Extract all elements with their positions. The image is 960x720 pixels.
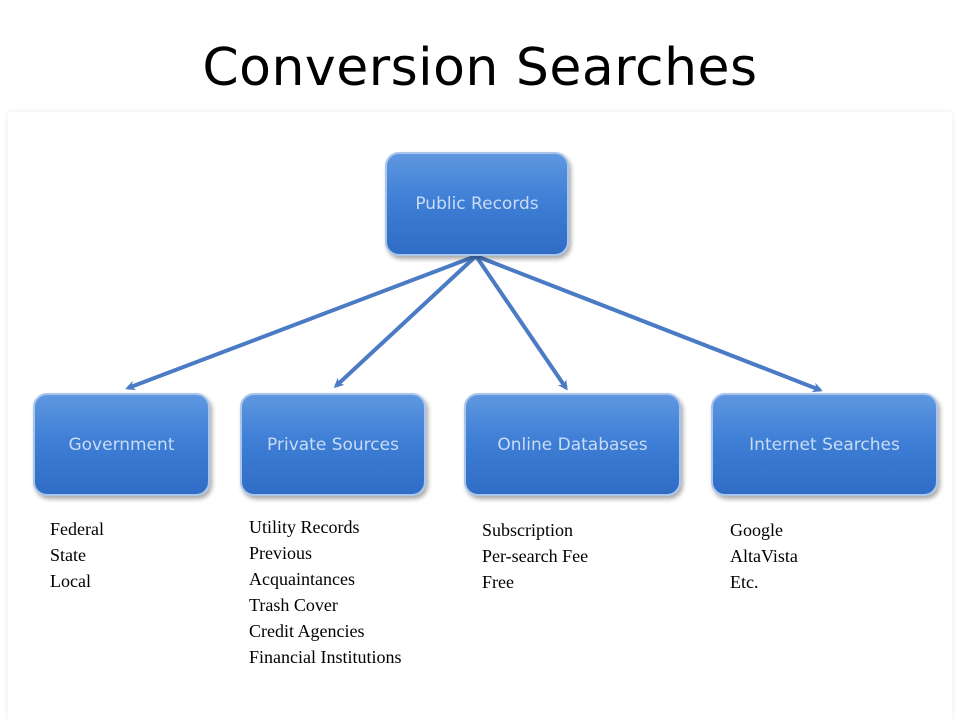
node-private-sources-label: Private Sources xyxy=(267,434,399,455)
private-sources-items: Utility Records Previous Acquaintances T… xyxy=(249,514,402,670)
list-item: Previous xyxy=(249,543,312,563)
list-item: Utility Records xyxy=(249,517,360,537)
list-item: State xyxy=(50,545,86,565)
node-internet-searches: Internet Searches xyxy=(711,393,938,496)
list-item: Federal xyxy=(50,519,104,539)
node-private-sources: Private Sources xyxy=(240,393,426,496)
list-item: Subscription xyxy=(482,520,574,540)
list-item: AltaVista xyxy=(730,546,798,566)
list-item: Per-search Fee xyxy=(482,546,589,566)
node-public-records: Public Records xyxy=(385,152,569,256)
list-item: Local xyxy=(50,571,91,591)
list-item: Etc. xyxy=(730,572,759,592)
node-government: Government xyxy=(33,393,210,496)
page-title: Conversion Searches xyxy=(202,38,758,98)
list-item: Free xyxy=(482,572,514,592)
government-items: Federal State Local xyxy=(50,516,104,594)
online-databases-items: Subscription Per-search Fee Free xyxy=(482,517,588,595)
node-internet-searches-label: Internet Searches xyxy=(749,434,900,455)
arrow-to-online-databases xyxy=(474,254,568,391)
list-item: Acquaintances xyxy=(249,569,355,589)
list-item: Financial Institutions xyxy=(249,647,402,667)
node-online-databases-label: Online Databases xyxy=(497,434,648,455)
node-government-label: Government xyxy=(68,434,175,455)
node-public-records-label: Public Records xyxy=(415,194,539,214)
arrow-to-government xyxy=(125,254,477,391)
arrow-to-private-sources xyxy=(333,254,478,389)
internet-searches-items: Google AltaVista Etc. xyxy=(730,517,798,595)
list-item: Trash Cover xyxy=(249,595,338,615)
arrow-to-internet-searches xyxy=(475,254,823,393)
list-item: Credit Agencies xyxy=(249,621,365,641)
node-online-databases: Online Databases xyxy=(464,393,681,496)
list-item: Google xyxy=(730,520,783,540)
